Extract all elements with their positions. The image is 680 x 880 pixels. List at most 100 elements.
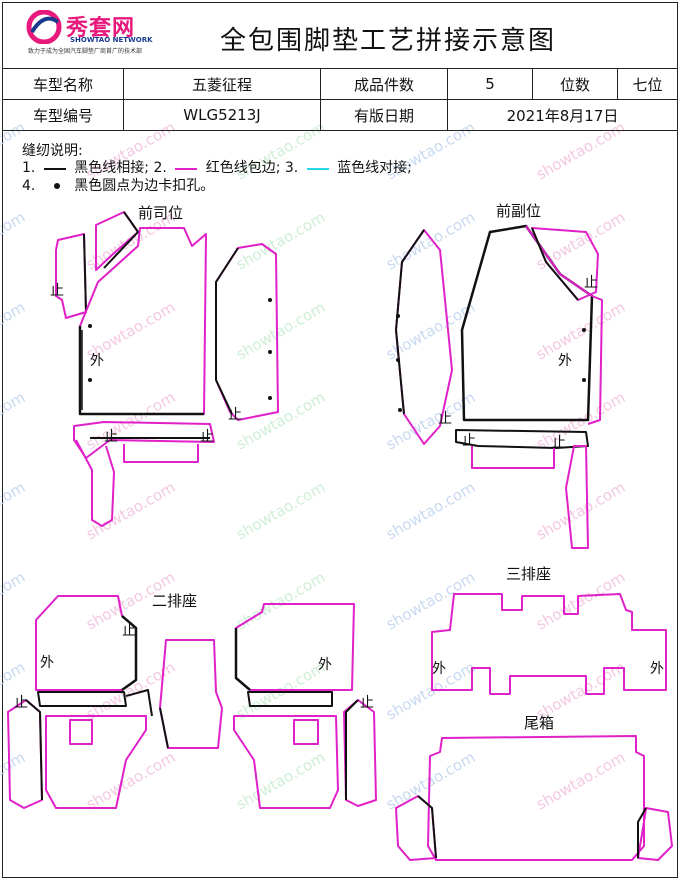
mark-stop: 止 <box>200 429 214 445</box>
red-line-swatch <box>175 167 198 170</box>
second-right-side <box>343 699 377 807</box>
clip-hole-dot-icon <box>396 358 400 362</box>
section-label-second-row: 二排座 <box>152 592 198 610</box>
passenger-left-seam <box>395 229 425 415</box>
section-label-trunk: 尾箱 <box>524 714 555 732</box>
section-label-front-passenger: 前副位 <box>496 202 542 220</box>
legend-item2-text: 红色线包边; <box>205 160 281 176</box>
model-name-label: 车型名称 <box>2 68 124 100</box>
driver-tab <box>123 444 199 463</box>
trunk-main-mat <box>427 735 645 861</box>
clip-hole-dot-icon <box>396 314 400 318</box>
front-passenger-group <box>395 224 603 549</box>
legend-line-1: 1. 黑色线相接; 2. 红色线包边; 3. 蓝色线对接; <box>22 160 412 178</box>
mark-stop: 止 <box>360 695 374 711</box>
second-row-group <box>7 595 377 809</box>
logo-tagline: 致力于成为全国汽车脚垫厂商首广的技术部 <box>28 48 143 55</box>
mark-stop: 止 <box>228 407 242 423</box>
second-middle-mat <box>159 639 223 749</box>
second-right-side-seam <box>345 699 359 800</box>
legend-item3-text: 蓝色线对接; <box>337 160 412 176</box>
table-row: 车型名称 五菱征程 成品件数 5 位数 七位 <box>2 68 678 100</box>
driver-heel-strip <box>73 421 215 459</box>
clip-hole-dot-icon <box>88 324 92 328</box>
mark-outer: 外 <box>432 661 446 677</box>
second-left-tab <box>69 719 93 745</box>
passenger-right-strip <box>587 295 603 425</box>
second-left-strip <box>37 691 127 707</box>
seats-value: 七位 <box>617 68 678 100</box>
driver-right-piece <box>215 243 279 421</box>
clip-hole-dot-icon <box>582 328 586 332</box>
clip-hole-dots <box>88 298 586 412</box>
logo-subtitle: SHOWTAO NETWORK <box>70 36 153 44</box>
clip-hole-dot-icon <box>88 378 92 382</box>
sewing-legend: 缝纫说明: 1. 黑色线相接; 2. 红色线包边; 3. 蓝色线对接; 4. 黑… <box>22 143 412 195</box>
driver-lower-flap <box>75 439 115 527</box>
third-row-group <box>431 593 667 695</box>
mark-stop: 止 <box>122 623 136 639</box>
driver-top-strip <box>95 211 139 271</box>
trunk-right-flap <box>637 807 673 861</box>
section-label-front-driver: 前司位 <box>138 204 184 222</box>
mark-outer: 外 <box>40 655 54 671</box>
second-left-connector <box>125 689 153 717</box>
model-code-label: 车型编号 <box>2 99 124 131</box>
mark-outer: 外 <box>650 661 664 677</box>
section-label-third-row: 三排座 <box>506 565 552 583</box>
logo-swirl-icon <box>26 10 62 44</box>
driver-top-strip-seam <box>103 211 139 269</box>
model-name-value: 五菱征程 <box>123 68 321 100</box>
clip-hole-dot-icon <box>398 408 402 412</box>
trunk-group <box>395 735 673 861</box>
driver-main-seam <box>78 326 204 416</box>
logo-text: 秀套网 <box>66 16 136 41</box>
legend-item4-num: 4. <box>22 177 36 194</box>
third-row-mat <box>431 593 667 695</box>
legend-item1-text: 黑色线相接; <box>74 160 149 176</box>
page-title: 全包围脚垫工艺拼接示意图 <box>220 26 557 56</box>
info-table: 车型名称 五菱征程 成品件数 5 位数 七位 车型编号 WLG5213J 有版日… <box>2 68 678 131</box>
second-right-mat <box>235 603 355 691</box>
mark-stop: 止 <box>438 411 452 427</box>
mark-stop: 止 <box>104 429 118 445</box>
second-right-foot <box>233 715 339 809</box>
pieces-label: 成品件数 <box>320 68 448 100</box>
second-middle-seam <box>159 707 169 749</box>
clip-hole-dot-icon <box>268 350 272 354</box>
driver-main-mat <box>79 227 207 415</box>
mark-outer: 外 <box>558 353 572 369</box>
mark-outer: 外 <box>90 353 104 369</box>
mark-stop: 止 <box>584 275 598 291</box>
legend-item4-text: 黑色圆点为边卡扣孔。 <box>74 177 215 194</box>
table-row: 车型编号 WLG5213J 有版日期 2021年8月17日 <box>2 99 678 131</box>
trunk-right-seam <box>637 807 647 858</box>
header: 秀套网 SHOWTAO NETWORK 致力于成为全国汽车脚垫厂商首广的技术部 … <box>0 0 680 68</box>
mark-stop: 止 <box>14 695 28 711</box>
second-left-foot <box>45 715 147 809</box>
clip-hole-dot-icon <box>268 396 272 400</box>
second-left-side-seam <box>25 699 43 801</box>
passenger-tab <box>471 446 555 469</box>
blue-line-swatch <box>306 167 329 170</box>
legend-title: 缝纫说明: <box>22 143 83 159</box>
passenger-heel-strip <box>455 429 589 449</box>
pieces-value: 5 <box>447 68 533 100</box>
mark-stop: 止 <box>462 433 476 449</box>
mark-stop: 止 <box>552 435 566 451</box>
second-right-strip <box>247 691 333 707</box>
second-right-seam <box>234 628 251 691</box>
mark-stop: 止 <box>50 283 64 299</box>
mark-outer: 外 <box>318 657 332 673</box>
date-value: 2021年8月17日 <box>447 99 678 131</box>
second-left-seam <box>121 615 138 692</box>
model-code-value: WLG5213J <box>123 99 321 131</box>
legend-line-2: 4. 黑色圆点为边卡扣孔。 <box>22 178 412 196</box>
clip-hole-dot-icon <box>582 378 586 382</box>
legend-item3-num: 3. <box>284 160 299 176</box>
driver-right-seam <box>215 247 239 415</box>
second-right-tab <box>293 719 319 745</box>
clip-hole-dot-icon <box>268 298 272 302</box>
legend-item2-num: 2. <box>153 160 167 176</box>
